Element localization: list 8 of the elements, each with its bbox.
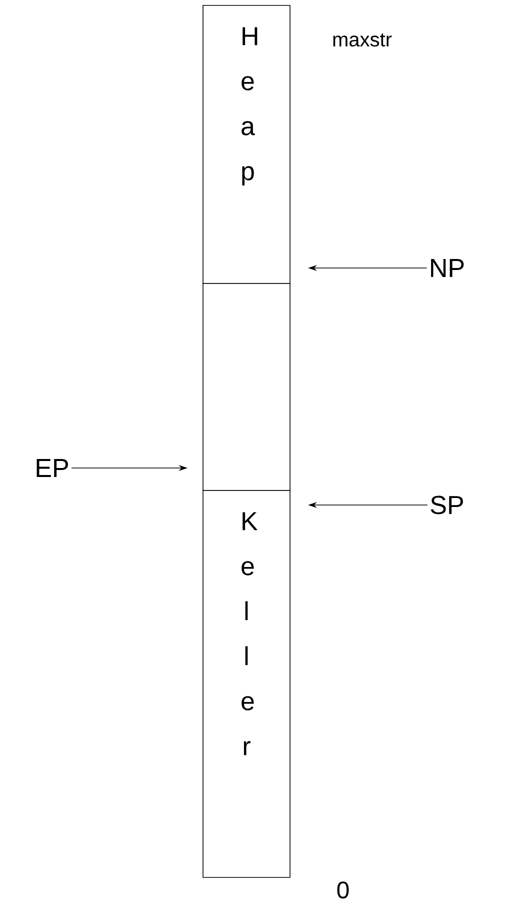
- pointer-label: NP: [431, 259, 464, 277]
- end-label: 0: [337, 882, 349, 898]
- memory-gap: [202, 283, 290, 491]
- end-label: maxstr: [333, 33, 392, 47]
- pointer-label: SP: [430, 496, 463, 514]
- memory-segment: H e a p: [202, 5, 290, 284]
- memory-segment: K e l l e r: [202, 490, 290, 878]
- pointer-label: EP: [36, 459, 68, 477]
